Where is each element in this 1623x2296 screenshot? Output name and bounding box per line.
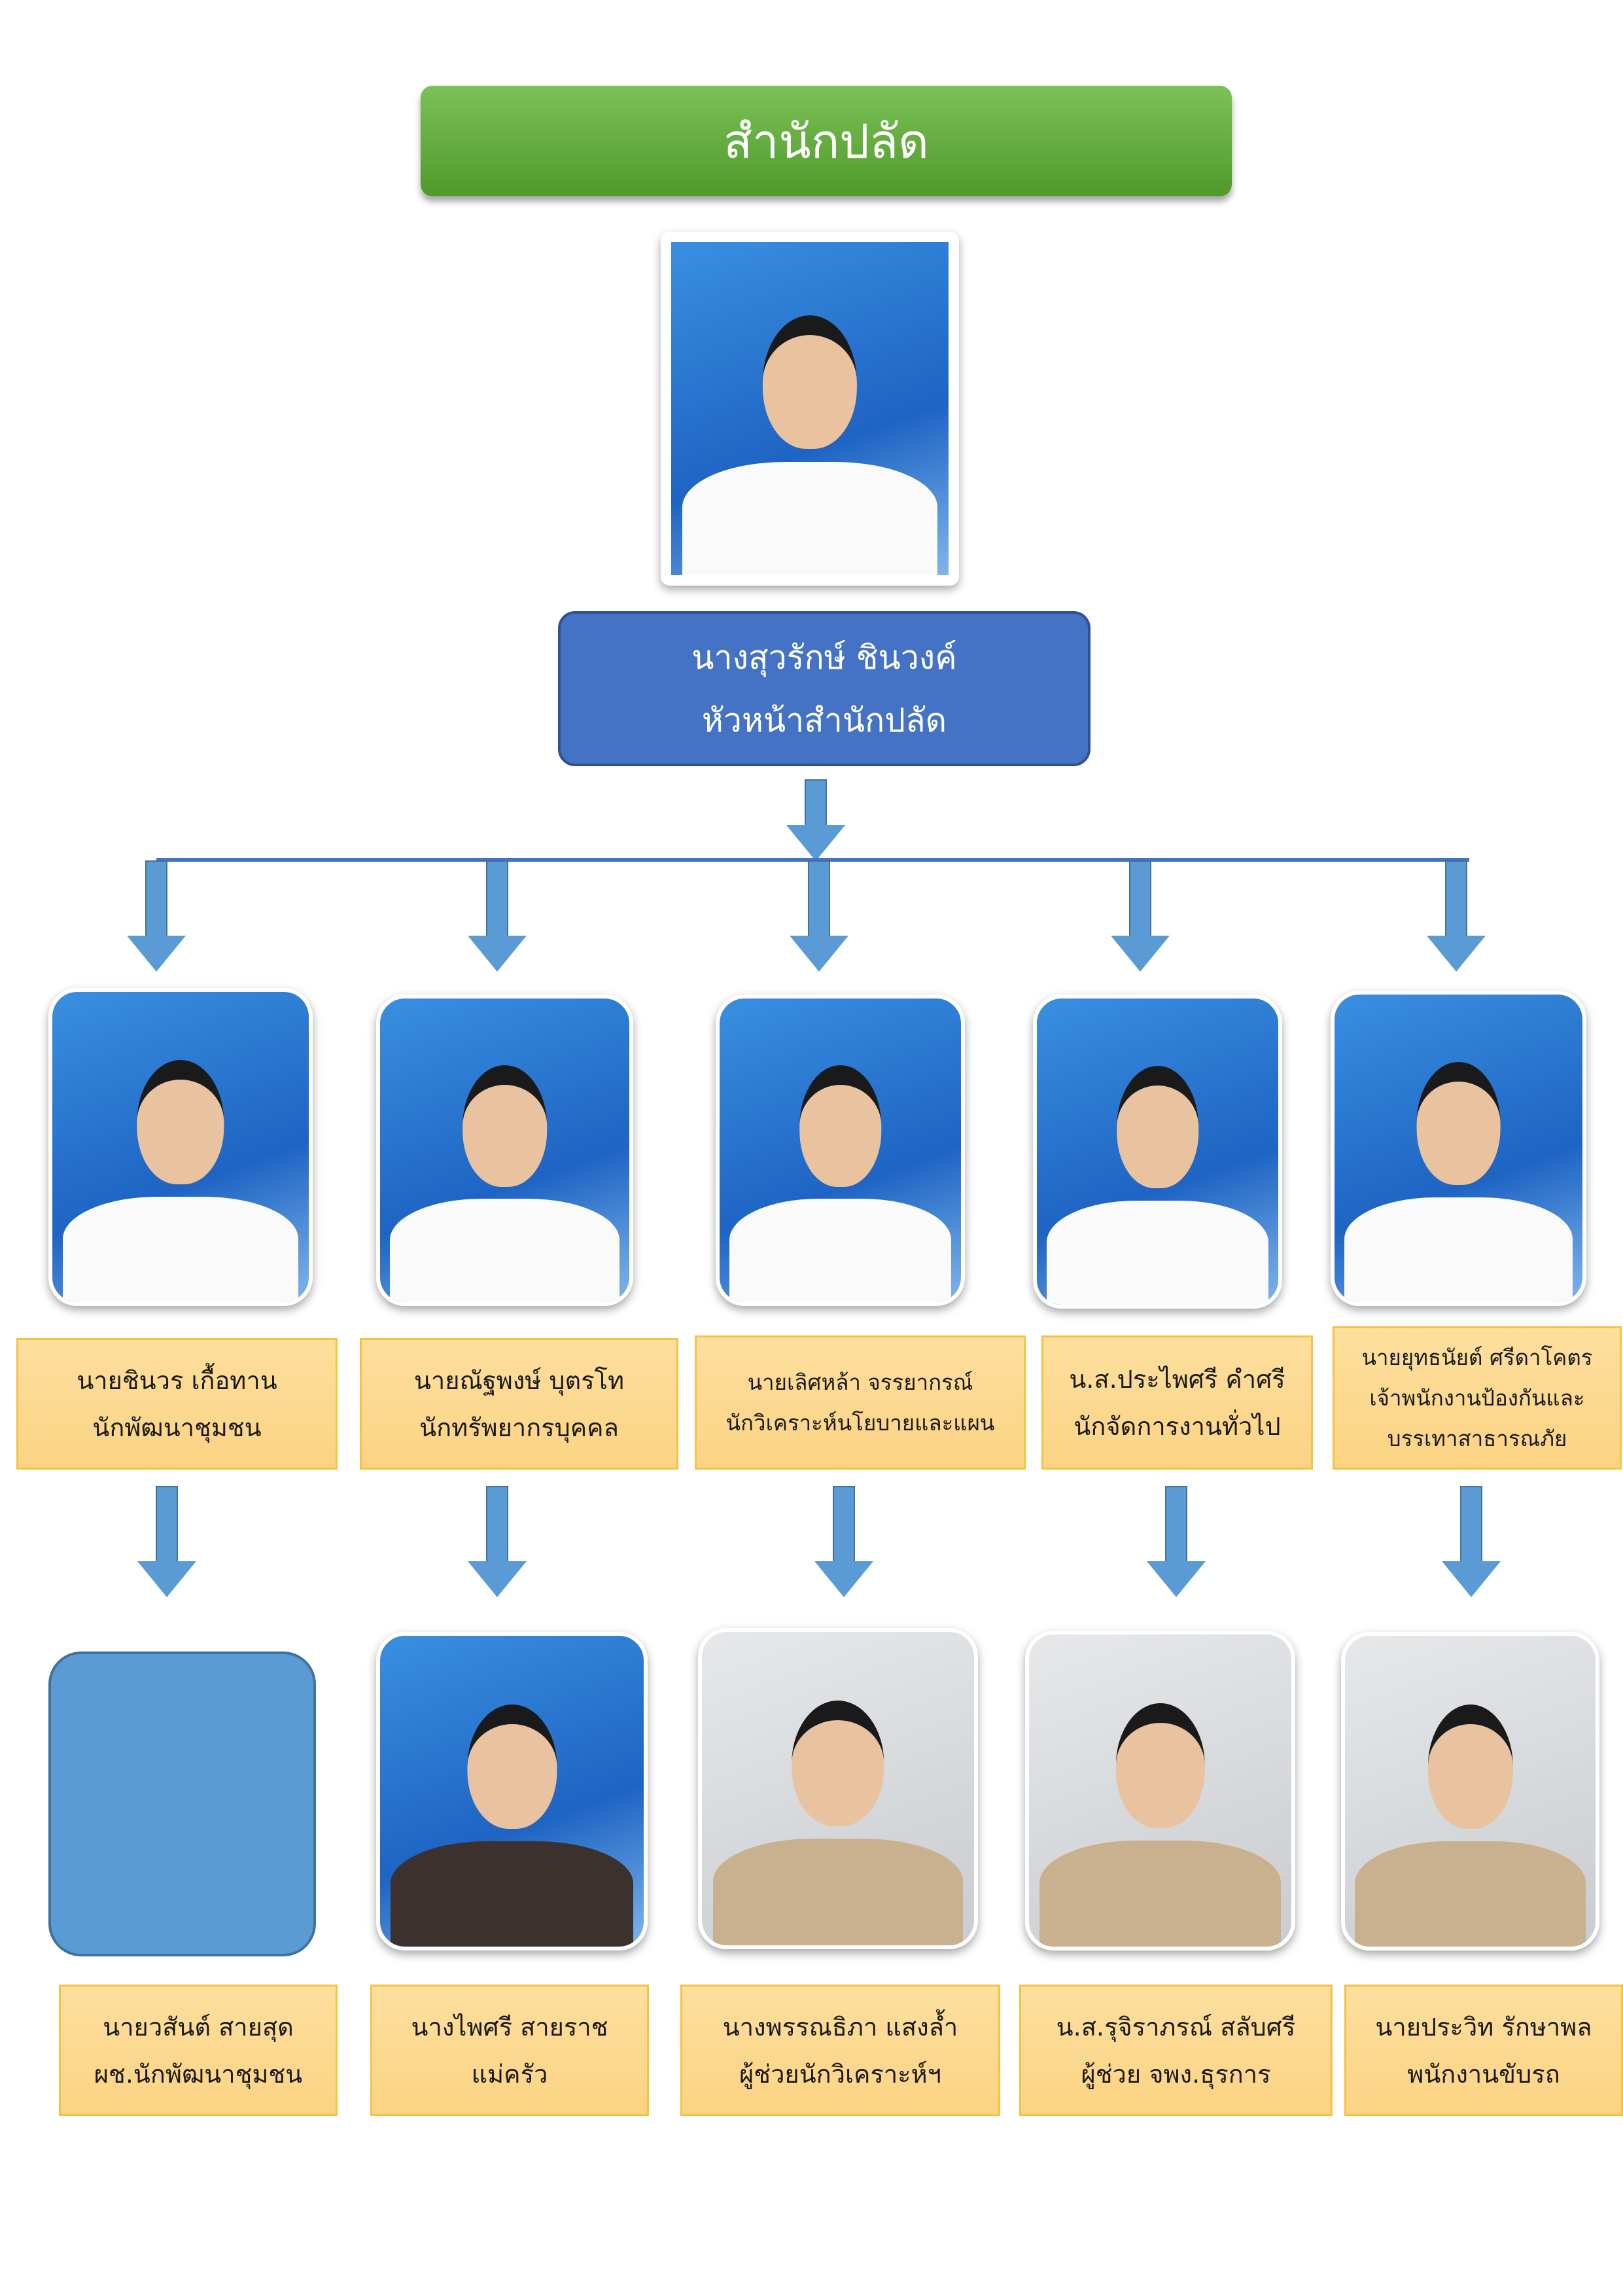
staff-name: นายเลิศหล้า จรรยากรณ์	[747, 1369, 973, 1395]
staff-name: นายชินวร เกื้อทาน	[77, 1366, 277, 1395]
staff-position: เจ้าพนักงานป้องกันและ	[1369, 1385, 1585, 1411]
staff-position: นักวิเคราะห์นโยบายและแผน	[725, 1409, 995, 1436]
staff-photo	[376, 995, 633, 1306]
staff-box: นายประวิท รักษาพลพนักงานขับรถ	[1344, 1985, 1623, 2116]
staff-position: บรรเทาสาธารณภัย	[1387, 1425, 1567, 1451]
staff-position: นักจัดการงานทั่วไป	[1073, 1411, 1281, 1441]
photo-placeholder	[48, 1651, 316, 1956]
staff-name: นายณัฐพงษ์ บุตรโท	[413, 1366, 625, 1395]
staff-name: นายประวิท รักษาพล	[1375, 2012, 1592, 2041]
department-title: สำนักปลัด	[421, 86, 1232, 196]
staff-position: ผู้ช่วยนักวิเคราะห์ฯ	[739, 2059, 941, 2089]
staff-box: น.ส.รุจิราภรณ์ สลับศรีผู้ช่วย จพง.ธุรการ	[1019, 1985, 1333, 2116]
staff-position: นักทรัพยากรบุคคล	[419, 1413, 619, 1442]
staff-box: นายวสันต์ สายสุดผช.นักพัฒนาชุมชน	[59, 1985, 338, 2116]
staff-name: นางไพศรี สายราช	[411, 2012, 608, 2041]
staff-photo	[1025, 1631, 1295, 1951]
head-photo	[661, 232, 959, 586]
staff-photo	[48, 988, 313, 1306]
staff-position: แม่ครัว	[471, 2059, 548, 2089]
head-name: นางสุวรักษ์ ชินวงค์	[691, 638, 957, 677]
head-position: หัวหน้าสำนักปลัด	[701, 701, 947, 739]
staff-photo	[716, 995, 965, 1306]
staff-box: นางพรรณธิภา แสงล้ำผู้ช่วยนักวิเคราะห์ฯ	[680, 1985, 1000, 2116]
staff-name: น.ส.ประไพศรี คำศรี	[1069, 1364, 1285, 1394]
staff-photo	[1331, 991, 1586, 1306]
staff-box: น.ส.ประไพศรี คำศรีนักจัดการงานทั่วไป	[1041, 1335, 1313, 1470]
staff-position: ผู้ช่วย จพง.ธุรการ	[1081, 2059, 1271, 2089]
connector-line	[156, 858, 1469, 862]
staff-name: นางพรรณธิภา แสงล้ำ	[722, 2012, 958, 2041]
staff-position: ผช.นักพัฒนาชุมชน	[94, 2059, 303, 2089]
head-box: นางสุวรักษ์ ชินวงค์ หัวหน้าสำนักปลัด	[558, 611, 1091, 766]
staff-position: นักพัฒนาชุมชน	[92, 1413, 262, 1442]
staff-photo	[1033, 995, 1282, 1309]
staff-box: นายชินวร เกื้อทานนักพัฒนาชุมชน	[16, 1338, 338, 1470]
staff-box: นายเลิศหล้า จรรยากรณ์นักวิเคราะห์นโยบายแ…	[695, 1335, 1026, 1470]
staff-name: นายวสันต์ สายสุด	[103, 2012, 294, 2041]
staff-photo	[1341, 1632, 1599, 1951]
staff-name: น.ส.รุจิราภรณ์ สลับศรี	[1056, 2012, 1296, 2041]
staff-name: นายยุทธนัยต์ ศรีดาโคตร	[1361, 1344, 1593, 1370]
staff-box: นายณัฐพงษ์ บุตรโทนักทรัพยากรบุคคล	[360, 1338, 678, 1470]
staff-box: นางไพศรี สายราชแม่ครัว	[370, 1985, 649, 2116]
staff-position: พนักงานขับรถ	[1407, 2059, 1560, 2089]
staff-photo	[376, 1632, 648, 1951]
staff-box: นายยุทธนัยต์ ศรีดาโคตรเจ้าพนักงานป้องกัน…	[1333, 1326, 1622, 1470]
staff-photo	[698, 1628, 978, 1949]
